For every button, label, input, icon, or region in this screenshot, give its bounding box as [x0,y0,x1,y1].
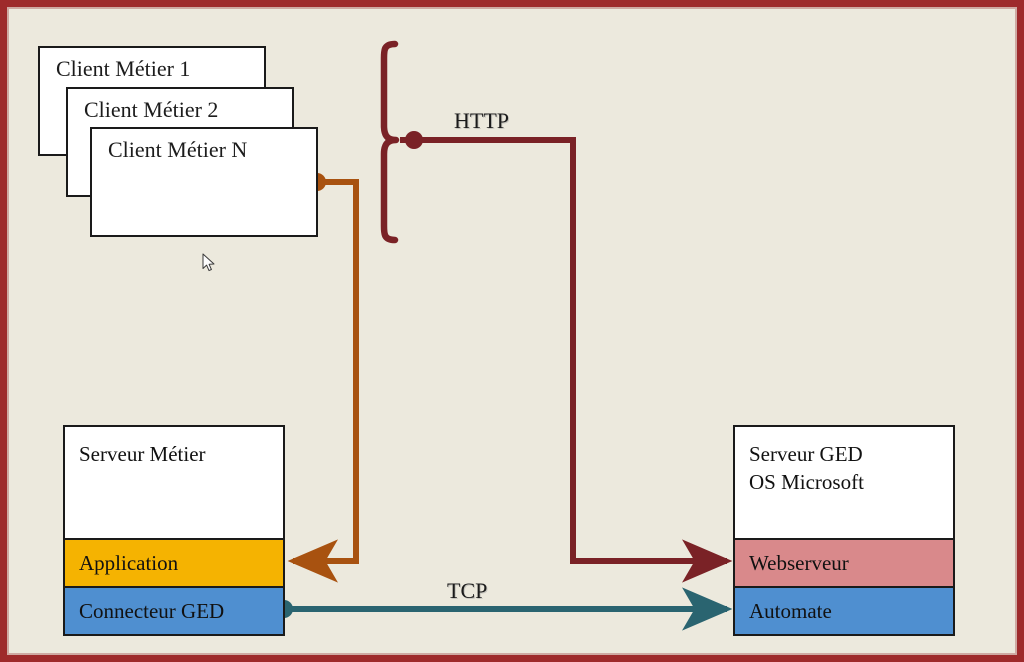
client-card-1-label: Client Métier 1 [56,56,191,81]
client-card-2-label: Client Métier 2 [84,97,219,122]
webserveur-label: Webserveur [749,551,849,575]
serveur-ged-node[interactable]: Serveur GED OS Microsoft Webserveur Auto… [733,425,955,636]
serveur-ged-layer-automate[interactable]: Automate [735,588,953,634]
application-label: Application [79,551,179,575]
serveur-ged-header: Serveur GED OS Microsoft [735,427,953,538]
serveur-metier-layer-connecteur-ged[interactable]: Connecteur GED [65,588,283,634]
automate-label: Automate [749,599,832,623]
client-card-n-label: Client Métier N [108,137,248,162]
serveur-metier-layer-application[interactable]: Application [65,540,283,586]
serveur-ged-layer-webserveur[interactable]: Webserveur [735,540,953,586]
connecteur-ged-label: Connecteur GED [79,599,225,623]
divider-metier-1 [65,538,283,540]
serveur-metier-title: Serveur Métier [79,442,206,466]
http-wire-label: HTTP [454,108,509,133]
serveur-metier-node[interactable]: Serveur Métier Application Connecteur GE… [63,425,285,636]
serveur-metier-header: Serveur Métier [65,427,283,538]
client-card-n[interactable]: Client Métier N [90,127,318,237]
divider-metier-2 [65,586,283,588]
divider-ged-2 [735,586,953,588]
serveur-ged-title-line1: Serveur GED [749,442,863,466]
divider-ged-1 [735,538,953,540]
serveur-ged-title-line2: OS Microsoft [749,470,864,494]
tcp-wire-label: TCP [447,578,488,603]
